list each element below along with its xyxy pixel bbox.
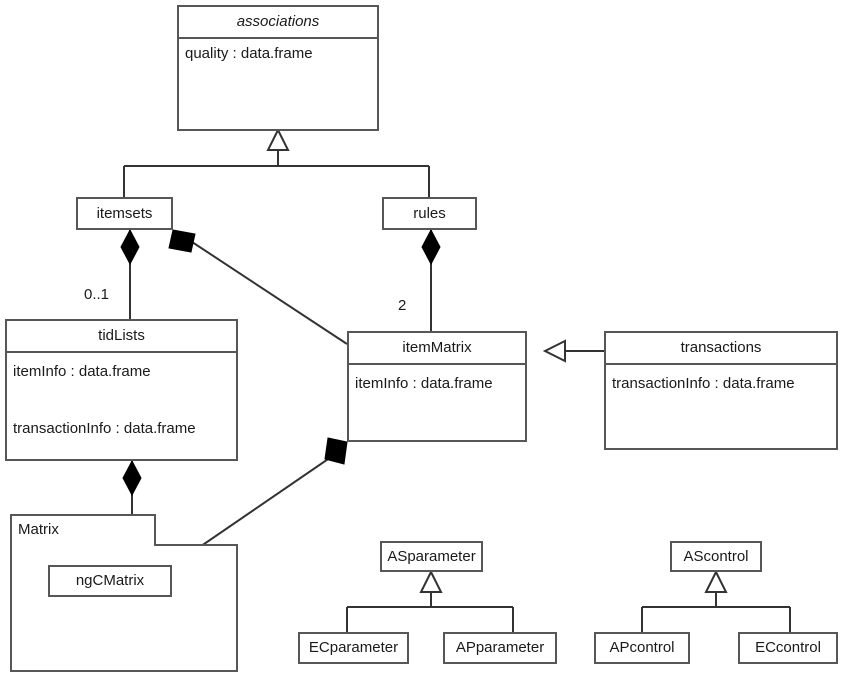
class-rules[interactable]: rules <box>382 197 477 230</box>
class-title-asparameter: ASparameter <box>387 548 476 565</box>
class-title-apparameter: APparameter <box>455 639 545 656</box>
generalization-arrow-itemmatrix <box>542 339 566 363</box>
class-title-transactions: transactions <box>606 333 836 365</box>
class-apcontrol[interactable]: APcontrol <box>594 632 690 664</box>
multiplicity-rules-itemmatrix: 2 <box>398 297 407 314</box>
class-ngcmatrix[interactable]: ngCMatrix <box>48 565 172 597</box>
attribute-quality: quality : data.frame <box>185 45 313 62</box>
class-title-apcontrol: APcontrol <box>609 639 675 656</box>
composition-diamond-itemsets-tidlists <box>120 228 140 266</box>
composition-diamond-rules-itemmatrix <box>421 228 441 266</box>
class-itemsets[interactable]: itemsets <box>76 197 173 230</box>
package-body-matrix[interactable] <box>10 544 238 672</box>
class-title-tidlists: tidLists <box>7 321 236 353</box>
class-apparameter[interactable]: APparameter <box>443 632 557 664</box>
attribute-transactioninfo: transactionInfo : data.frame <box>612 375 795 392</box>
class-tidlists[interactable]: tidLists itemInfo : data.frame transacti… <box>5 319 238 461</box>
class-ascontrol[interactable]: AScontrol <box>670 541 762 572</box>
class-attributes-associations: quality : data.frame <box>179 39 377 62</box>
class-title-itemmatrix: itemMatrix <box>349 333 525 365</box>
generalization-arrow-ascontrol <box>704 569 728 593</box>
generalization-arrow-associations <box>266 127 290 151</box>
class-title-ascontrol: AScontrol <box>683 548 749 565</box>
composition-diamond-itemsets-itemmatrix <box>168 229 196 253</box>
class-ecparameter[interactable]: ECparameter <box>298 632 409 664</box>
class-asparameter[interactable]: ASparameter <box>380 541 483 572</box>
composition-diamond-tidlists-ngcmatrix <box>122 459 142 497</box>
class-attributes-tidlists: itemInfo : data.frame transactionInfo : … <box>7 353 236 438</box>
class-title-eccontrol: ECcontrol <box>755 639 821 656</box>
class-title-ngcmatrix: ngCMatrix <box>75 572 145 589</box>
composition-diamond-itemmatrix-ngcmatrix <box>324 437 348 465</box>
class-itemmatrix[interactable]: itemMatrix itemInfo : data.frame <box>347 331 527 442</box>
class-title-associations: associations <box>179 7 377 39</box>
generalization-arrow-asparameter <box>419 569 443 593</box>
multiplicity-itemsets-tidlists: 0..1 <box>84 286 110 303</box>
class-title-ecparameter: ECparameter <box>308 639 399 656</box>
attribute-iteminfo: itemInfo : data.frame <box>13 363 151 380</box>
attribute-iteminfo: itemInfo : data.frame <box>355 375 493 392</box>
class-attributes-transactions: transactionInfo : data.frame <box>606 365 836 392</box>
class-attributes-itemmatrix: itemInfo : data.frame <box>349 365 525 392</box>
package-label-matrix: Matrix <box>18 521 59 538</box>
package-tab-matrix[interactable]: Matrix <box>10 514 156 546</box>
class-transactions[interactable]: transactions transactionInfo : data.fram… <box>604 331 838 450</box>
class-eccontrol[interactable]: ECcontrol <box>738 632 838 664</box>
attribute-transactioninfo: transactionInfo : data.frame <box>13 420 196 438</box>
class-title-rules: rules <box>413 205 446 222</box>
class-title-itemsets: itemsets <box>96 205 153 222</box>
class-associations[interactable]: associations quality : data.frame <box>177 5 379 131</box>
